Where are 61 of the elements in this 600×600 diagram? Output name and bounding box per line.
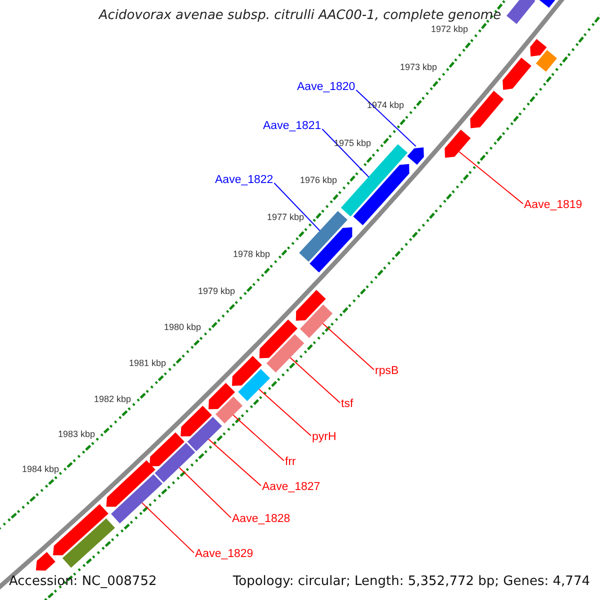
gene-bar [216,396,243,424]
leader-line [290,357,340,404]
gene-label: Aave_1820 [297,81,356,93]
leader-line [274,182,320,232]
gene-bar [238,369,270,402]
leader-line [322,323,374,370]
leader-line [458,151,524,204]
gene-bar [300,304,333,338]
scale-label: 1979 kbp [198,286,235,296]
gene-block [36,552,56,571]
gene-block [180,406,212,436]
scale-label: 1972 kbp [430,24,468,34]
scale-label: 1980 kbp [164,322,201,332]
gene-block [444,130,471,158]
gene-label: Aave_1821 [263,120,322,132]
gene-label: pyrH [312,431,336,443]
gene-block [232,356,262,386]
gene-block [106,460,156,507]
leader-line [208,438,262,486]
scale-label: 1976 kbp [300,175,337,185]
leader-line [178,467,232,518]
gene-block [470,90,504,128]
gene-label: tsf [341,398,354,410]
scale-label: 1984 kbp [22,464,59,474]
gene-label: rpsB [375,365,399,377]
gene-label: Aave_1819 [524,199,582,211]
scale-label: 1981 kbp [128,358,166,368]
gene-block [353,164,410,226]
scale-label: 1977 kbp [266,212,304,222]
scale-label: 1983 kbp [58,429,95,439]
gene-bar [506,0,536,24]
gene-bar [62,518,115,568]
leader-line [232,414,284,462]
leader-line [356,90,416,147]
leader-line [322,128,370,178]
gene-block [150,432,184,466]
gene-label: Aave_1827 [262,481,320,493]
scale-label: 1982 kbp [94,394,131,404]
diagram-title: Acidovorax avenae subsp. citrulli AAC00-1, complete genome [97,8,502,23]
leader-line [142,502,194,554]
genome-stats-text: Topology: circular; Length: 5,352,772 bp; Genes: 4,774 [232,574,590,589]
gene-block [530,39,547,56]
gene-block [502,58,532,90]
gene-block [259,320,298,358]
gene-bar [111,474,162,524]
scale-label: 1973 kbp [400,62,437,72]
gene-bar [187,416,222,452]
gene-block [53,504,108,556]
scale-label: 1978 kbp [232,249,270,259]
gene-label: Aave_1829 [195,548,254,560]
gene-label: Aave_1828 [232,513,290,525]
gene-bar [154,442,196,482]
gene-block [296,290,326,321]
gene-bar [266,334,304,372]
gene-block [208,382,235,410]
gene-bar [536,50,557,72]
gene-label: Aave_1822 [215,174,274,186]
gene-block [310,227,352,272]
accession-text: Accession: NC_008752 [9,574,157,589]
gene-label: frr [285,456,296,468]
leader-line [258,388,312,436]
